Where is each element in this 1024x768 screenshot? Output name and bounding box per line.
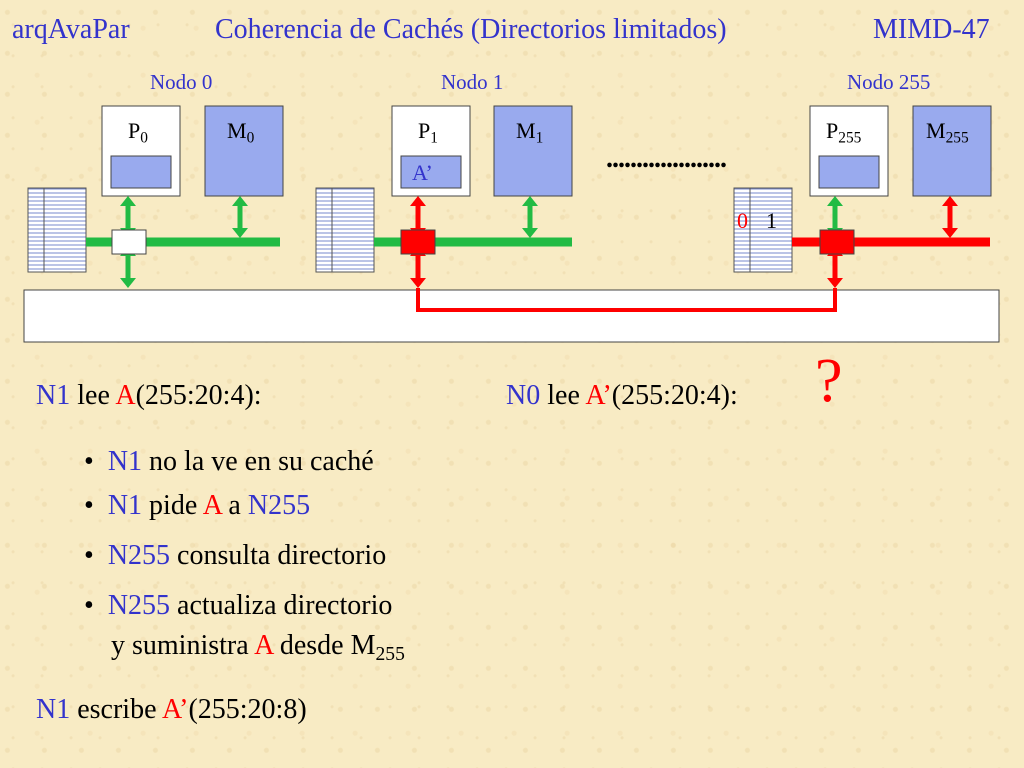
header-course: arqAvaPar <box>12 14 130 45</box>
node-255-controller <box>819 229 855 255</box>
node-1-cache <box>400 155 462 189</box>
left-heading: N1 lee A(255:20:4): <box>36 380 262 411</box>
node-0-memory-label: M0 <box>227 118 255 147</box>
node-255-label: Nodo 255 <box>847 70 931 94</box>
node-255-cache <box>818 155 880 189</box>
node-0-controller <box>111 229 147 255</box>
node-0-memory <box>204 105 284 197</box>
node-1 <box>315 105 573 288</box>
node-1-directory-b <box>331 187 375 273</box>
bullet-4: • N255 actualiza directorio <box>84 590 393 621</box>
node-255 <box>733 105 992 288</box>
node-255-memory-label: M255 <box>926 118 969 147</box>
node-0-processor-label: P0 <box>128 118 148 147</box>
bullet-3: • N255 consulta directorio <box>84 540 387 571</box>
node-1-memory-label: M1 <box>516 118 544 147</box>
bullet-2: • N1 pide A a N255 <box>84 490 311 521</box>
node-1-label: Nodo 1 <box>441 70 504 94</box>
node-0-directory-b <box>43 187 87 273</box>
node-1-memory <box>493 105 573 197</box>
bullet-4-continued: y suministra A desde M255 <box>111 630 405 665</box>
right-heading: N0 lee A’(255:20:4): <box>506 380 738 411</box>
question-mark: ? <box>815 347 843 415</box>
node-0-cache <box>110 155 172 189</box>
directory-entry-1: 1 <box>766 208 777 233</box>
node-0 <box>27 105 284 288</box>
header-slide-id: MIMD-47 <box>873 14 990 45</box>
slide-title: Coherencia de Cachés (Directorios limita… <box>215 14 727 45</box>
bullet-1: • N1 no la ve en su caché <box>84 446 374 477</box>
node-0-label: Nodo 0 <box>150 70 213 94</box>
directory-entry-0: 0 <box>737 208 748 233</box>
node-1-cache-line: A’ <box>412 160 433 185</box>
request-path <box>416 288 837 312</box>
ellipsis: .................... <box>606 143 727 174</box>
node-255-memory <box>912 105 992 197</box>
interconnect-network <box>23 289 1000 343</box>
node-255-directory-b <box>749 187 793 273</box>
node-1-controller <box>400 229 436 255</box>
node-255-processor-label: P255 <box>826 118 862 147</box>
bottom-statement: N1 escribe A’(255:20:8) <box>36 694 307 725</box>
node-1-processor-label: P1 <box>418 118 438 147</box>
